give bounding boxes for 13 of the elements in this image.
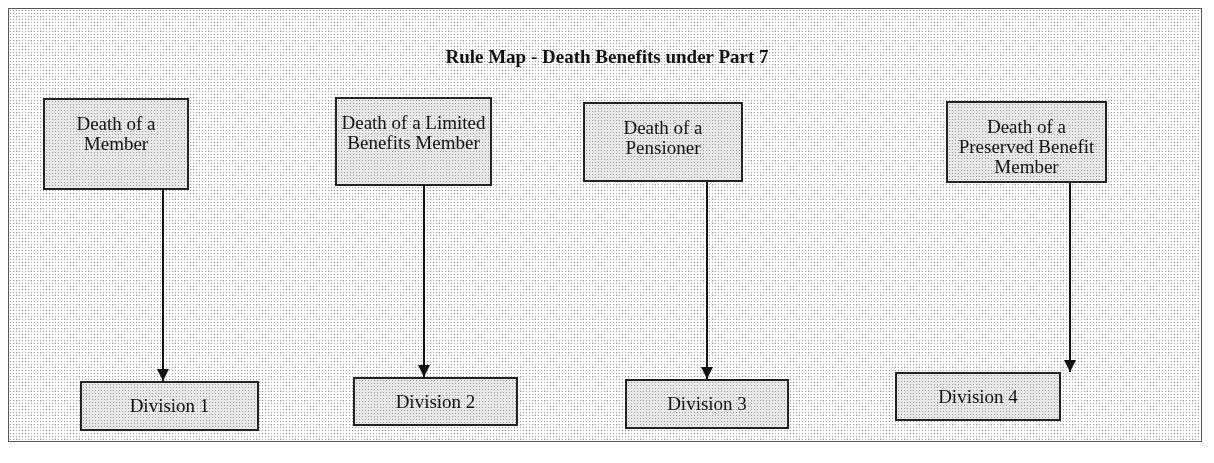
arrow — [1064, 182, 1076, 373]
event-box: Death of a Member — [43, 98, 189, 190]
event-box: Death of a Limited Benefits Member — [335, 97, 492, 186]
division-box: Division 1 — [80, 381, 259, 431]
division-box: Division 3 — [625, 379, 789, 429]
division-box: Division 4 — [895, 372, 1061, 421]
event-box: Death of a Preserved Benefit Member — [946, 101, 1107, 183]
arrow — [701, 181, 713, 380]
arrow — [418, 185, 430, 378]
diagram-title: Rule Map - Death Benefits under Part 7 — [445, 46, 769, 67]
event-box: Death of a Pensioner — [583, 102, 743, 182]
division-box: Division 2 — [353, 377, 518, 426]
arrow — [157, 189, 169, 382]
